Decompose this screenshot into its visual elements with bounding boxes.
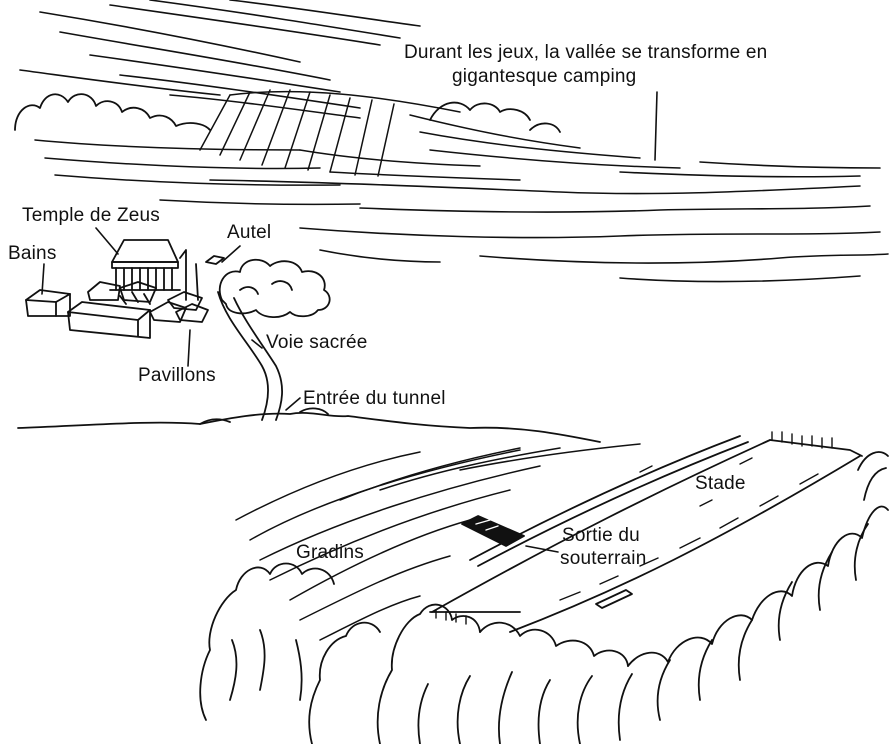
pavillons-label: Pavillons xyxy=(138,365,216,386)
camping-caption-line1: Durant les jeux, la vallée se transforme… xyxy=(404,42,768,63)
midground-horizon xyxy=(17,407,601,443)
front-trees xyxy=(199,451,889,744)
voie-sacree-label: Voie sacrée xyxy=(266,332,368,353)
sky-hatching xyxy=(19,0,421,119)
leader-lines xyxy=(41,91,658,553)
field-hatching xyxy=(34,89,681,206)
temple-label: Temple de Zeus xyxy=(22,205,160,226)
sortie-label-line1: Sortie du xyxy=(562,525,640,546)
autel-label: Autel xyxy=(227,222,272,243)
gradins-hatching xyxy=(235,443,641,641)
gradins-label: Gradins xyxy=(296,542,364,563)
stade-label: Stade xyxy=(695,473,746,494)
sacred-way xyxy=(217,291,283,421)
valley-stripes xyxy=(209,161,889,283)
stadium xyxy=(429,431,863,633)
bains-label: Bains xyxy=(8,243,57,264)
sortie-label-line2: souterrain xyxy=(560,548,647,569)
tunnel-entrance-label: Entrée du tunnel xyxy=(303,388,446,409)
village-buildings xyxy=(25,239,225,339)
altar-bush xyxy=(218,258,331,318)
far-tree-line xyxy=(14,93,561,133)
camping-caption-line2: gigantesque camping xyxy=(452,66,637,87)
